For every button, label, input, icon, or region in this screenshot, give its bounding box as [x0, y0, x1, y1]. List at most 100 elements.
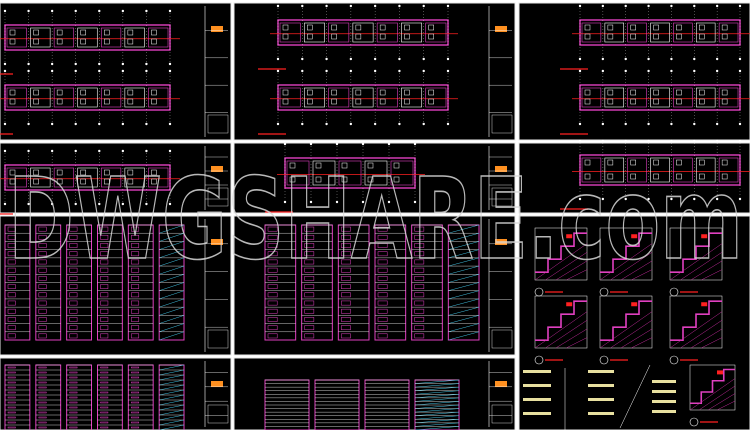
grid-bubble	[168, 122, 172, 126]
room	[581, 87, 602, 108]
grid-bubble	[647, 57, 650, 61]
drawing-sheet	[233, 357, 516, 430]
stair-step-profile	[600, 300, 652, 341]
grid-bubble	[670, 69, 673, 73]
grid-bubble	[647, 4, 650, 8]
grid-bubble	[335, 200, 339, 204]
grid-bubble	[74, 69, 77, 73]
room	[53, 27, 75, 48]
window	[100, 406, 109, 409]
window	[7, 376, 16, 379]
fixture	[307, 89, 313, 96]
window	[377, 251, 388, 257]
grid-bubble	[50, 122, 54, 126]
hatch-line	[610, 320, 653, 349]
fixture	[56, 29, 63, 36]
window	[377, 308, 388, 314]
window	[377, 267, 388, 273]
grid-bubble	[398, 69, 401, 73]
grid-bubble	[121, 9, 125, 13]
window	[69, 325, 78, 331]
window	[131, 406, 140, 409]
fixture	[9, 178, 16, 185]
grid-bubble	[74, 122, 77, 126]
stair-flight	[448, 331, 480, 341]
window	[131, 300, 140, 306]
window	[69, 226, 78, 232]
room	[650, 22, 670, 43]
stair-flight	[159, 282, 185, 291]
window	[131, 317, 140, 322]
fixture	[151, 38, 157, 45]
room	[673, 87, 693, 108]
stair-flight	[159, 409, 185, 416]
fixture	[80, 178, 86, 185]
fixture	[289, 176, 296, 183]
room	[6, 87, 27, 108]
window	[69, 416, 78, 419]
grid-bubble	[578, 197, 582, 201]
grid-bubble	[715, 57, 719, 61]
fixture	[33, 29, 39, 36]
fixture	[56, 178, 63, 185]
window	[38, 386, 47, 389]
hatch-line	[566, 337, 588, 349]
room	[695, 157, 716, 183]
stair-flight	[414, 383, 460, 388]
note-text-line	[588, 384, 614, 387]
grid-bubble	[27, 122, 30, 126]
fixture	[653, 159, 659, 166]
detail-tag	[701, 302, 708, 307]
fixture	[151, 178, 157, 185]
window	[69, 406, 78, 409]
grid-bubble	[276, 57, 280, 61]
room	[581, 157, 602, 183]
window	[100, 401, 109, 404]
room	[6, 27, 27, 48]
grid-bubble	[670, 122, 673, 126]
window	[267, 292, 278, 298]
grid-bubble	[349, 122, 353, 126]
fixture	[607, 173, 614, 180]
detail-frame	[669, 227, 723, 281]
fixture	[104, 38, 110, 45]
grid-bubble	[387, 142, 391, 146]
stair-flight	[159, 265, 185, 275]
window	[38, 317, 47, 322]
window	[38, 391, 47, 394]
grid-bubble	[624, 57, 627, 61]
hatch-line	[690, 328, 723, 349]
room	[279, 22, 301, 43]
fixture	[33, 169, 39, 176]
window	[131, 366, 140, 369]
company-logo	[211, 166, 223, 172]
window	[100, 333, 109, 339]
grid-bubble	[283, 200, 287, 204]
grid-bubble	[121, 149, 125, 153]
stair-flight	[448, 232, 480, 242]
grid-bubble	[361, 142, 365, 146]
detail-bubble	[534, 355, 544, 365]
window	[100, 292, 109, 298]
room	[53, 87, 75, 108]
grid-bubble	[301, 57, 304, 61]
grid-bubble	[398, 57, 401, 61]
fixture	[379, 33, 386, 40]
title-block-stamp	[491, 187, 513, 207]
stair-flight	[159, 232, 185, 242]
window	[304, 276, 315, 281]
window	[69, 234, 78, 240]
window	[131, 308, 140, 314]
window	[131, 276, 140, 281]
grid-bubble	[309, 200, 313, 204]
window	[341, 259, 351, 265]
window	[267, 276, 278, 281]
fixture	[56, 89, 63, 96]
stair-flight	[159, 384, 185, 391]
window	[377, 300, 388, 306]
stair-flight	[159, 306, 185, 316]
window	[304, 234, 315, 240]
window	[38, 401, 47, 404]
window	[69, 386, 78, 389]
fixture	[676, 89, 682, 96]
